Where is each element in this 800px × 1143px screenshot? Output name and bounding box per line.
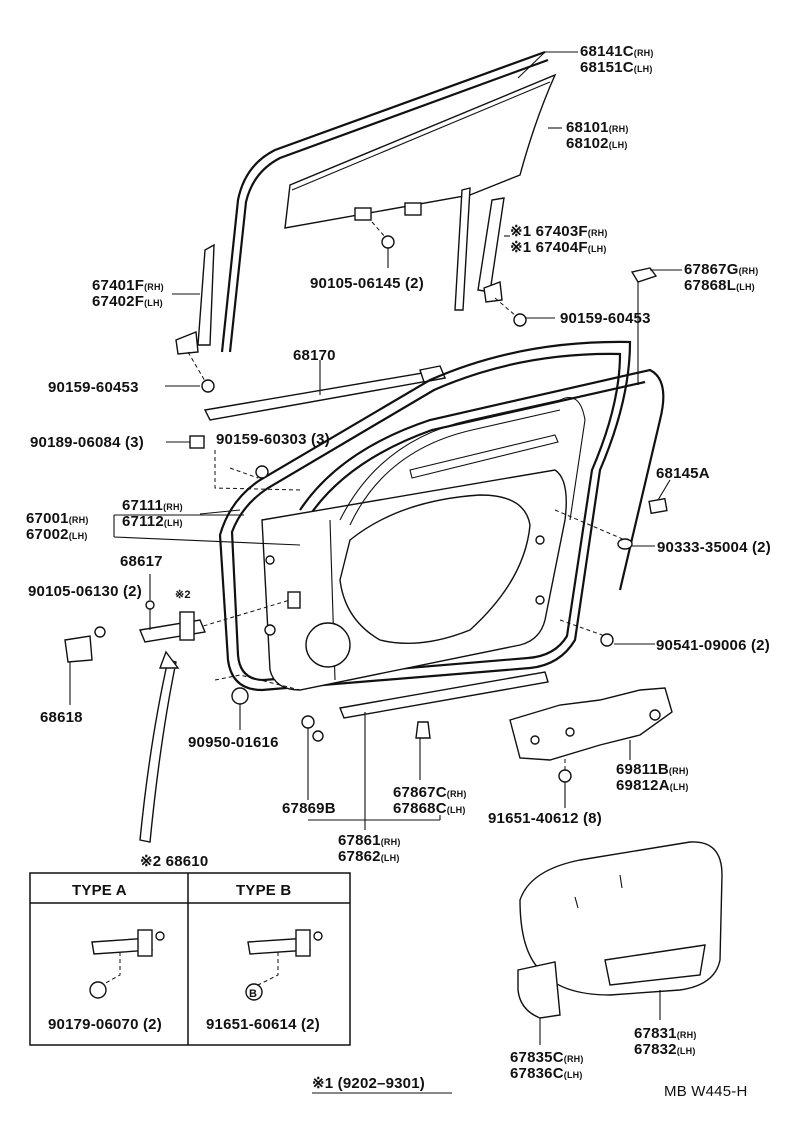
label-91651-40612: 91651-40612 (8) xyxy=(488,810,602,827)
label-90333-35004: 90333-35004 (2) xyxy=(657,539,771,556)
bolt-68617 xyxy=(145,600,155,610)
label-67867c: 67867C(RH) xyxy=(393,784,467,801)
label-68618: 68618 xyxy=(40,709,83,726)
cover-67835c xyxy=(517,961,561,1019)
run-channel-rear xyxy=(477,197,505,303)
screw-90159-60303 xyxy=(255,465,269,479)
door-hinge xyxy=(64,600,206,663)
label-68145a: 68145A xyxy=(656,465,710,482)
bolt-90105-06130 xyxy=(94,626,106,638)
label-67861: 67861(RH) xyxy=(338,832,401,849)
label-68102: 68102(LH) xyxy=(566,135,628,152)
label-167404f: ※1 67404F(LH) xyxy=(510,239,607,256)
plug-90541-09006 xyxy=(600,633,614,647)
label-mark-2: ※2 xyxy=(175,589,191,601)
label-69811b: 69811B(RH) xyxy=(616,761,689,778)
bolt-90159-60453-left xyxy=(187,351,215,393)
nut-90179-06070 xyxy=(89,981,107,999)
label-90159-60453-left: 90159-60453 xyxy=(48,379,139,396)
label-68151c: 68151C(LH) xyxy=(580,59,653,76)
label-67868c: 67868C(LH) xyxy=(393,800,466,817)
door-panel xyxy=(261,469,567,691)
label-68170: 68170 xyxy=(293,347,336,364)
clip-67869b xyxy=(301,715,324,742)
belt-moulding xyxy=(203,365,447,421)
label-67002: 67002(LH) xyxy=(26,526,88,543)
type-b-part-label: 91651-60614 (2) xyxy=(206,1016,320,1033)
hinge-68618 xyxy=(64,635,93,663)
label-67401f: 67401F(RH) xyxy=(92,277,164,294)
clip-67867c xyxy=(415,721,431,739)
label-67862: 67862(LH) xyxy=(338,848,400,865)
type-a-hinge xyxy=(89,929,165,999)
arrow-head xyxy=(158,650,180,669)
hinge-mount-plate xyxy=(287,591,301,609)
label-90159-60303: 90159-60303 (3) xyxy=(216,431,330,448)
door-check-68610 xyxy=(139,659,177,843)
b-symbol-letter: B xyxy=(249,988,257,1000)
clip-67867g xyxy=(630,267,658,385)
label-67867g: 67867G(RH) xyxy=(684,261,758,278)
clip-90189-06084 xyxy=(189,435,205,449)
label-167403f: ※1 67403F(RH) xyxy=(510,223,608,240)
type-b-hinge: B xyxy=(245,929,323,1001)
label-90950-01616: 90950-01616 xyxy=(188,734,279,751)
label-67835c: 67835C(RH) xyxy=(510,1049,584,1066)
label-90105-06145: 90105-06145 (2) xyxy=(310,275,424,292)
cover-68145a xyxy=(648,497,668,515)
door-glass xyxy=(284,73,557,229)
label-90189-06084: 90189-06084 (3) xyxy=(30,434,144,451)
glass-channel-bracket-2 xyxy=(404,202,422,216)
label-69812a: 69812A(LH) xyxy=(616,777,689,794)
label-67869b: 67869B xyxy=(282,800,336,817)
bolt-91651-40612 xyxy=(558,769,572,783)
service-hole-cover xyxy=(519,841,723,996)
type-a-part-label: 90179-06070 (2) xyxy=(48,1016,162,1033)
leader-lines xyxy=(69,51,682,1045)
inner-belt-weatherstrip xyxy=(409,434,559,479)
label-90105-06130: 90105-06130 (2) xyxy=(28,583,142,600)
label-67836c: 67836C(LH) xyxy=(510,1065,583,1082)
label-68141c: 68141C(RH) xyxy=(580,43,654,60)
lower-door-weatherstrip xyxy=(339,671,549,719)
diagram-code: MB W445-H xyxy=(664,1083,747,1100)
label-90159-60453-right: 90159-60453 xyxy=(560,310,651,327)
label-90541-09006: 90541-09006 (2) xyxy=(656,637,770,654)
plug-90950-01616 xyxy=(231,687,249,705)
type-a-heading: TYPE A xyxy=(72,882,127,899)
run-channel-center xyxy=(454,187,471,311)
plug-90333-35004 xyxy=(617,538,633,550)
window-regulator xyxy=(509,687,673,783)
label-67402f: 67402F(LH) xyxy=(92,293,163,310)
type-b-heading: TYPE B xyxy=(236,882,291,899)
label-67001: 67001(RH) xyxy=(26,510,89,527)
label-67832: 67832(LH) xyxy=(634,1041,696,1058)
run-channel-front xyxy=(175,243,215,355)
part-labels: 68141C(RH) 68151C(LH) 68101(RH) 68102(LH… xyxy=(26,43,771,1082)
dashed-leaders xyxy=(169,450,626,770)
label-67868l: 67868L(LH) xyxy=(684,277,755,294)
label-67112: 67112(LH) xyxy=(122,513,183,530)
label-68610: ※2 68610 xyxy=(140,853,208,870)
glass-channel-bracket-1 xyxy=(354,207,372,221)
window-frame-sash xyxy=(339,396,586,526)
footnote-applicability: ※1 (9202–9301) xyxy=(312,1075,425,1092)
bolt-90159-60453-right xyxy=(494,297,527,327)
hinge-type-box: TYPE A TYPE B 90179-06070 (2) B 91651-60… xyxy=(29,872,351,1046)
door-frame-seal xyxy=(299,368,665,591)
label-67111: 67111(RH) xyxy=(122,497,183,514)
label-68617: 68617 xyxy=(120,553,163,570)
window-frame-moulding xyxy=(220,50,549,353)
bolt-b-symbol xyxy=(245,983,263,1001)
label-68101: 68101(RH) xyxy=(566,119,629,136)
label-67831: 67831(RH) xyxy=(634,1025,697,1042)
bolt-90105-06145 xyxy=(371,221,395,249)
